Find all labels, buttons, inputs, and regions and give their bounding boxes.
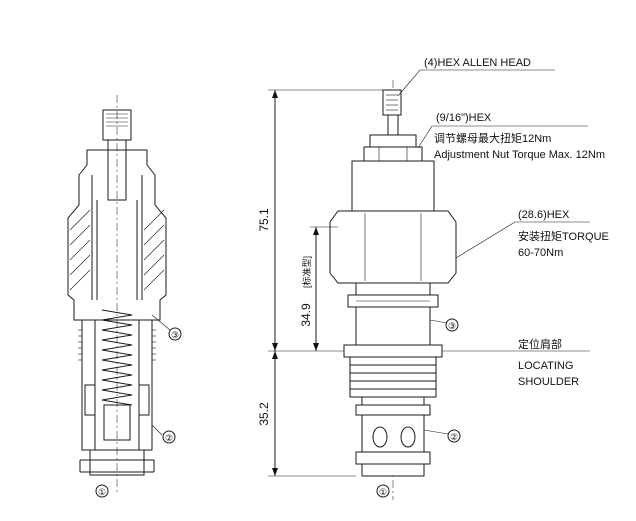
label-adjust-torque-en: Adjustment Nut Torque Max. 12Nm	[434, 149, 605, 161]
exterior-view	[329, 80, 457, 500]
label-locating-en-1: LOCATING	[518, 360, 573, 372]
label-hex-allen-head: (4)HEX ALLEN HEAD	[424, 57, 531, 69]
label-adjust-torque-cn: 调节螺母最大扭矩12Nm	[434, 131, 551, 145]
label-hex-28-6: (28.6)HEX	[518, 209, 570, 221]
left-port-3: ③	[171, 330, 179, 340]
dimension-lines	[268, 89, 383, 477]
dim-overall: 75.1	[257, 208, 271, 232]
left-port-markers: ① ② ③	[95, 327, 182, 498]
dim-standard-note: [标准型]	[301, 256, 312, 288]
dim-lower: 35.2	[257, 402, 271, 426]
label-hex-9-16: (9/16")HEX	[436, 112, 492, 124]
label-install-torque: 安装扭矩TORQUE	[518, 229, 609, 243]
threads	[349, 356, 437, 398]
right-port-markers: ① ② ③	[376, 318, 461, 498]
right-port-3: ③	[448, 321, 456, 331]
callout-leaders	[397, 69, 590, 435]
label-install-torque-value: 60-70Nm	[518, 247, 563, 259]
label-locating-cn: 定位肩部	[518, 337, 562, 351]
left-port-2: ②	[165, 433, 173, 443]
right-port-2: ②	[450, 432, 458, 442]
right-port-1: ①	[379, 487, 387, 497]
label-locating-en-2: SHOULDER	[518, 376, 579, 388]
sectional-view	[67, 95, 171, 495]
left-port-1: ①	[98, 487, 106, 497]
dim-standard: 34.9	[299, 303, 313, 327]
